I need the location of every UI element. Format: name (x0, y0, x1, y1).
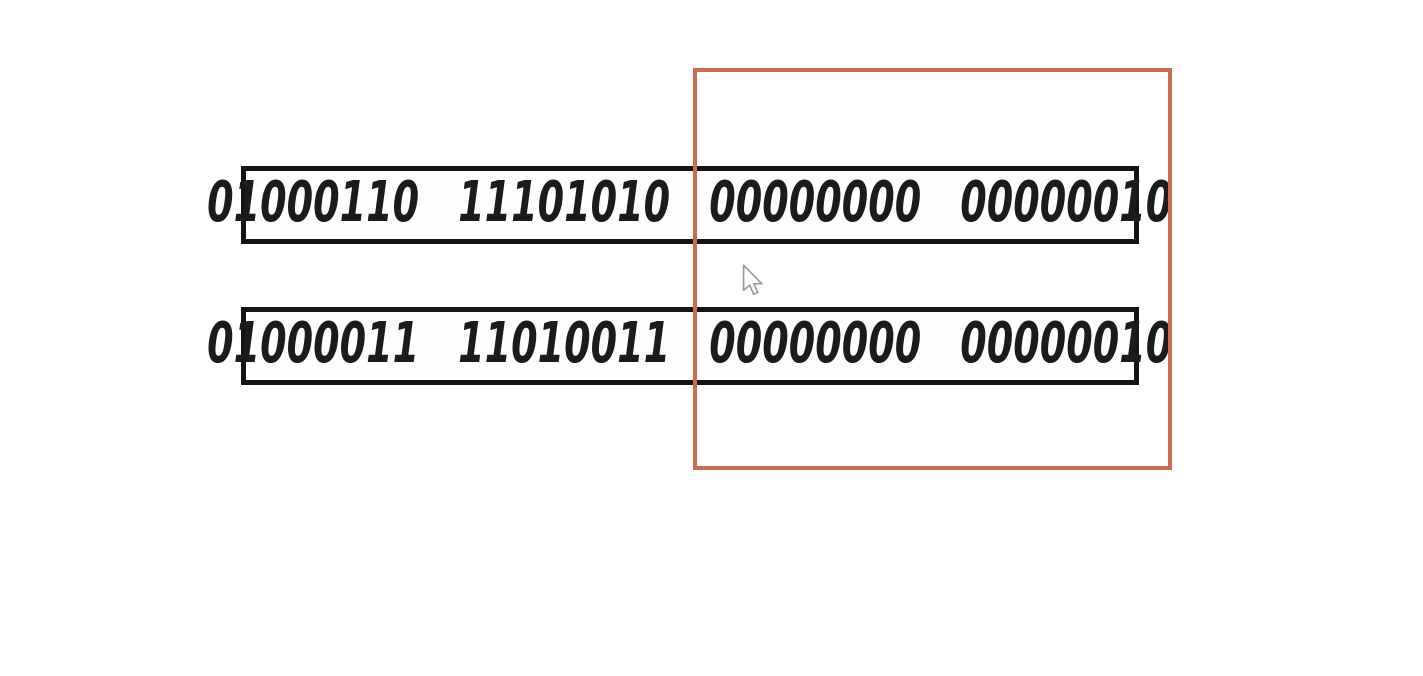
binary-value-row-2: 01000011 11010011 00000000 00000010 (207, 316, 1172, 376)
octet: 01000110 (207, 170, 420, 235)
binary-box-row-2: 01000011 11010011 00000000 00000010 (207, 307, 1173, 385)
octet: 01000011 (207, 311, 420, 376)
octet: 11010011 (458, 311, 671, 376)
highlight-rectangle (693, 68, 1172, 470)
octet: 00000000 (709, 311, 922, 376)
octet: 11101010 (458, 170, 671, 235)
binary-box-row-1: 01000110 11101010 00000000 00000010 (207, 166, 1173, 244)
octet: 00000000 (709, 170, 922, 235)
binary-value-row-1: 01000110 11101010 00000000 00000010 (207, 175, 1172, 235)
octet: 00000010 (960, 170, 1173, 235)
octet: 00000010 (960, 311, 1173, 376)
